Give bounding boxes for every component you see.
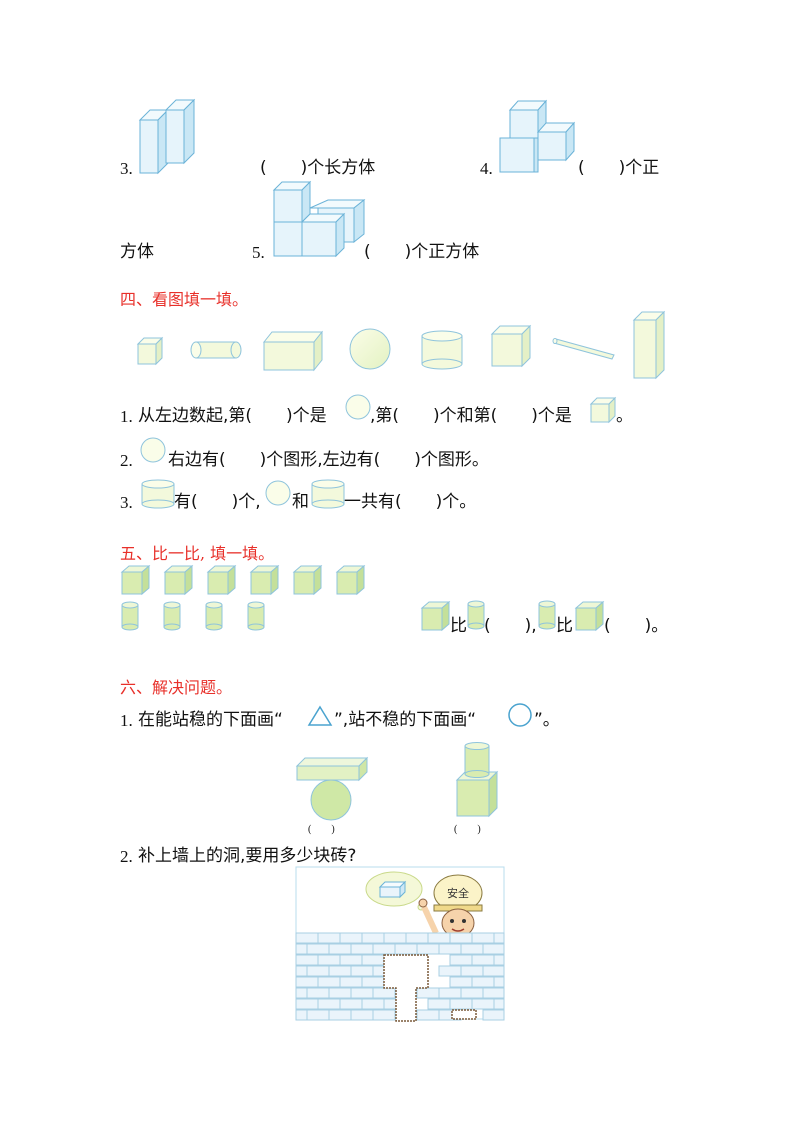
brick-wall-picture: 安全 (295, 866, 505, 1022)
s4-line1-cube-icon (589, 396, 617, 424)
q4-number: 4. (480, 159, 493, 178)
s5-cylinder-1 (121, 601, 139, 631)
s5-cube-3 (206, 564, 237, 596)
q5-number: 5. (252, 243, 265, 262)
s6-q2-number: 2. (120, 847, 133, 866)
s6-q1-text-c: ”。 (534, 710, 560, 730)
section5-cubes-row (120, 564, 366, 596)
s4-line3-cylinder-icon (141, 479, 175, 509)
s4-line3-number: 3. (120, 493, 133, 512)
s4-line1-number: 1. (120, 407, 133, 426)
q3-cuboids-figure (138, 98, 196, 175)
s4-line3-text-c: 一共有( )个。 (344, 492, 477, 512)
s4-line1-text-c: 。 (616, 406, 633, 426)
q3-number: 3. (120, 159, 133, 178)
s5-cube-2 (163, 564, 194, 596)
circle-icon (508, 703, 532, 727)
s5-cylinder-icon-b (538, 600, 556, 630)
s4-line3-text-a: 有( )个, (174, 492, 261, 512)
triangle-icon (307, 705, 333, 726)
s6-q1-number: 1. (120, 711, 133, 730)
shape-cylinder-1 (190, 341, 242, 359)
s4-line2-number: 2. (120, 451, 133, 470)
s5-compare-word-1: 比 (450, 616, 467, 636)
s4-line3-text-b: 和 (292, 492, 309, 512)
shape-cylinder-2 (421, 330, 463, 370)
section4-shapes-row (136, 310, 666, 380)
s5-cube-4 (249, 564, 280, 596)
shape-cube-2 (490, 324, 532, 368)
section5-cylinders-row (121, 601, 265, 631)
q4-answer-continued: 方体 (120, 242, 154, 262)
s4-line2-text: 右边有( )个图形,左边有( )个图形。 (168, 450, 489, 470)
s5-cylinder-icon-a (467, 600, 485, 630)
shape-cuboid-2 (632, 310, 666, 380)
s5-cube-icon-a (420, 600, 451, 632)
cylinder-on-cube-figure (455, 742, 499, 818)
s6-q2-text: 补上墙上的洞,要用多少块砖? (138, 846, 357, 866)
section5-title: 五、比一比, 填一填。 (120, 544, 275, 563)
s5-compare-blank-1: ( ), (484, 616, 537, 636)
q4-cubes-figure (499, 99, 576, 173)
shape-cylinder-3 (552, 338, 615, 360)
s4-line3-sphere-icon (265, 480, 291, 506)
s5-cylinder-2 (163, 601, 181, 631)
s5-compare-word-2: 比 (556, 616, 573, 636)
paren-left: ( ) (308, 824, 335, 835)
paren-right: ( ) (454, 824, 481, 835)
s4-line1-text-a: 从左边数起,第( )个是 (138, 406, 327, 426)
s5-cube-1 (120, 564, 151, 596)
shape-cuboid-1 (262, 330, 324, 372)
s4-line1-text-b: ,第( )个和第( )个是 (370, 406, 572, 426)
s5-compare-blank-2: ( )。 (604, 616, 669, 636)
q5-cubes-figure (272, 180, 366, 258)
s5-cube-5 (292, 564, 323, 596)
s5-cube-6 (335, 564, 366, 596)
s5-cube-icon-b (574, 600, 605, 632)
s5-cylinder-3 (205, 601, 223, 631)
s4-line3-cylinder-icon-2 (311, 479, 345, 509)
helmet-text: 安全 (447, 886, 469, 900)
q5-answer-text: ( )个正方体 (364, 242, 480, 262)
shape-cube-1 (136, 336, 164, 366)
s6-q1-text-a: 在能站稳的下面画“ (138, 710, 283, 730)
cuboid-on-sphere-figure (295, 756, 369, 821)
shape-sphere-1 (349, 328, 391, 370)
q3-answer-text: ( )个长方体 (260, 158, 376, 178)
s6-q1-text-b: ”,站不稳的下面画“ (334, 710, 477, 730)
q4-answer-text: ( )个正 (578, 158, 660, 178)
s4-line1-sphere-icon (345, 394, 371, 420)
s5-cylinder-4 (247, 601, 265, 631)
section6-title: 六、解决问题。 (120, 678, 233, 697)
s4-line2-sphere-icon (140, 437, 166, 463)
section4-title: 四、看图填一填。 (120, 290, 249, 309)
